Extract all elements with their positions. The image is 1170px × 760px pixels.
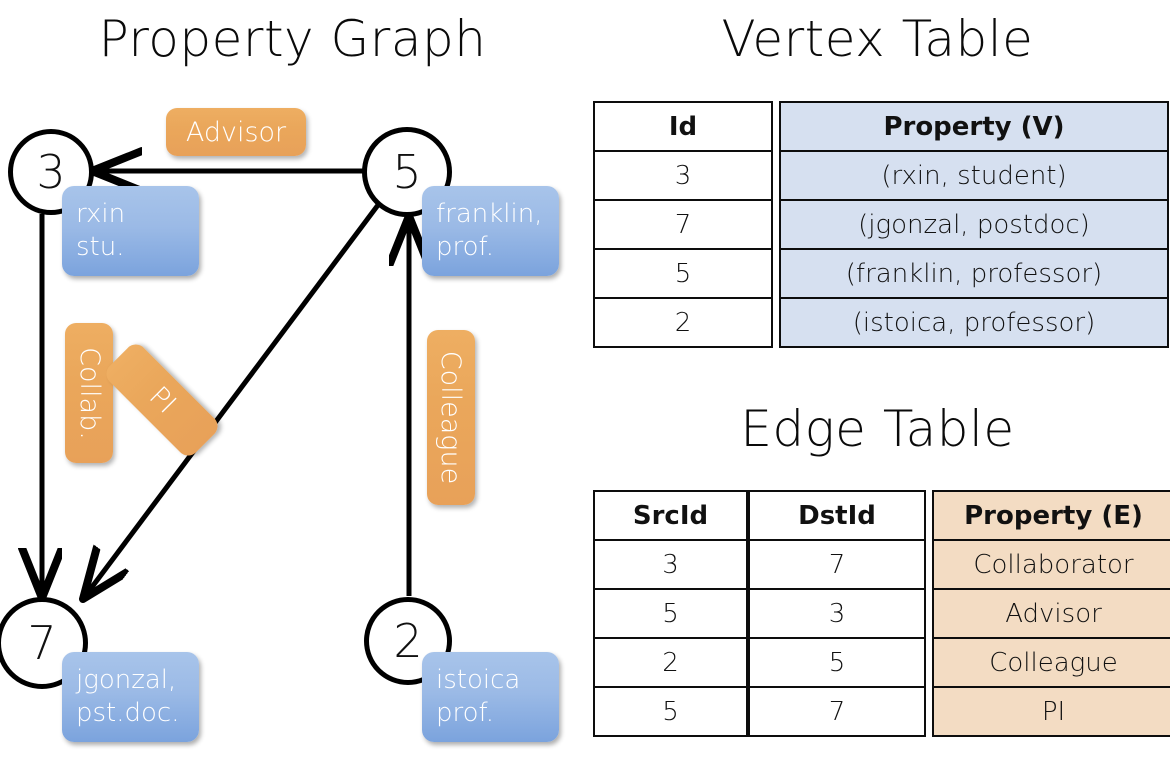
vertex-table: Id 3 7 5 2 Property (V) (rxin, — [593, 101, 1169, 348]
table-row[interactable]: (istoica, professor) — [779, 297, 1169, 348]
edge-label-colleague: Colleague — [427, 330, 475, 505]
vertex-cell-id: 3 — [593, 150, 773, 201]
edge-label-advisor: Advisor — [166, 108, 306, 156]
graph-node-3-label: 3 — [36, 145, 66, 199]
edge-cell-property: PI — [932, 686, 1170, 737]
graph-node-2[interactable]: 2 — [364, 597, 452, 685]
vertex-table-id-column: Id 3 7 5 2 — [593, 101, 773, 348]
edge-label-collab-text: Collab. — [73, 346, 105, 440]
table-header-row: SrcId — [593, 490, 748, 541]
edge-label-pi-text: PI — [142, 380, 182, 420]
table-row[interactable]: 5 — [748, 637, 926, 688]
table-row[interactable]: (rxin, student) — [779, 150, 1169, 201]
property-graph-diagram: Advisor Collab. PI Colleague 3 5 7 2 rxi… — [0, 0, 585, 760]
vertex-cell-id: 7 — [593, 199, 773, 250]
edge-label-advisor-text: Advisor — [185, 116, 287, 148]
edge-cell-dstid: 3 — [748, 588, 926, 639]
edge-cell-srcid: 3 — [593, 539, 748, 590]
table-row[interactable]: 3 — [593, 539, 748, 590]
table-row[interactable]: 2 — [593, 637, 748, 688]
table-row[interactable]: (jgonzal, postdoc) — [779, 199, 1169, 250]
page-title-vertex-table: Vertex Table — [721, 10, 1034, 68]
vertex-cell-id: 2 — [593, 297, 773, 348]
table-row[interactable]: 5 — [593, 686, 748, 737]
vertex-header-property: Property (V) — [779, 101, 1169, 152]
table-row[interactable]: 3 — [593, 150, 773, 201]
edge-header-srcid: SrcId — [593, 490, 748, 541]
table-row[interactable]: (franklin, professor) — [779, 248, 1169, 299]
table-header-row: Property (E) — [932, 490, 1170, 541]
graph-node-7-label: 7 — [27, 616, 57, 670]
edge-cell-dstid: 7 — [748, 686, 926, 737]
graph-node-2-label: 2 — [393, 614, 423, 668]
vertex-table-property-column: Property (V) (rxin, student) (jgonzal, p… — [779, 101, 1169, 348]
table-row[interactable]: 7 — [593, 199, 773, 250]
page-title-property-graph: Property Graph — [98, 10, 487, 68]
edge-cell-property: Advisor — [932, 588, 1170, 639]
table-row[interactable]: Advisor — [932, 588, 1170, 639]
edge-cell-srcid: 2 — [593, 637, 748, 688]
vertex-cell-property: (rxin, student) — [779, 150, 1169, 201]
table-row[interactable]: 7 — [748, 539, 926, 590]
edge-header-dstid: DstId — [748, 490, 926, 541]
edge-cell-srcid: 5 — [593, 686, 748, 737]
table-header-row: Id — [593, 101, 773, 152]
node-property-box-7: jgonzal, pst.doc. — [62, 652, 199, 742]
table-row[interactable]: Collaborator — [932, 539, 1170, 590]
edge-cell-dstid: 5 — [748, 637, 926, 688]
vertex-cell-property: (istoica, professor) — [779, 297, 1169, 348]
table-row[interactable]: PI — [932, 686, 1170, 737]
graph-edges-layer — [0, 0, 585, 760]
table-row[interactable]: 5 — [593, 588, 748, 639]
node-property-box-3: rxin stu. — [62, 186, 199, 276]
table-row[interactable]: 3 — [748, 588, 926, 639]
edge-label-colleague-text: Colleague — [435, 350, 467, 485]
edge-table-srcid-column: SrcId 3 5 2 5 — [593, 490, 748, 737]
table-row[interactable]: Colleague — [932, 637, 1170, 688]
graph-node-5-label: 5 — [392, 145, 422, 199]
node-property-box-5: franklin, prof. — [422, 186, 559, 276]
table-row[interactable]: 5 — [593, 248, 773, 299]
edge-cell-property: Colleague — [932, 637, 1170, 688]
table-row[interactable]: 7 — [748, 686, 926, 737]
edge-cell-property: Collaborator — [932, 539, 1170, 590]
edge-table-dstid-column: DstId 7 3 5 7 — [748, 490, 926, 737]
graph-node-5[interactable]: 5 — [362, 127, 452, 217]
edge-cell-dstid: 7 — [748, 539, 926, 590]
vertex-header-id: Id — [593, 101, 773, 152]
page-title-edge-table: Edge Table — [740, 400, 1015, 458]
edge-5-to-7-pi — [86, 203, 381, 595]
edge-label-collab: Collab. — [65, 323, 113, 463]
vertex-cell-property: (franklin, professor) — [779, 248, 1169, 299]
node-property-box-2: istoica prof. — [422, 652, 559, 742]
edge-table: SrcId 3 5 2 5 DstId 7 — [593, 490, 1170, 737]
vertex-cell-property: (jgonzal, postdoc) — [779, 199, 1169, 250]
edge-cell-srcid: 5 — [593, 588, 748, 639]
vertex-cell-id: 5 — [593, 248, 773, 299]
table-header-row: Property (V) — [779, 101, 1169, 152]
table-header-row: DstId — [748, 490, 926, 541]
edge-table-property-column: Property (E) Collaborator Advisor Collea… — [932, 490, 1170, 737]
table-row[interactable]: 2 — [593, 297, 773, 348]
edge-header-property: Property (E) — [932, 490, 1170, 541]
